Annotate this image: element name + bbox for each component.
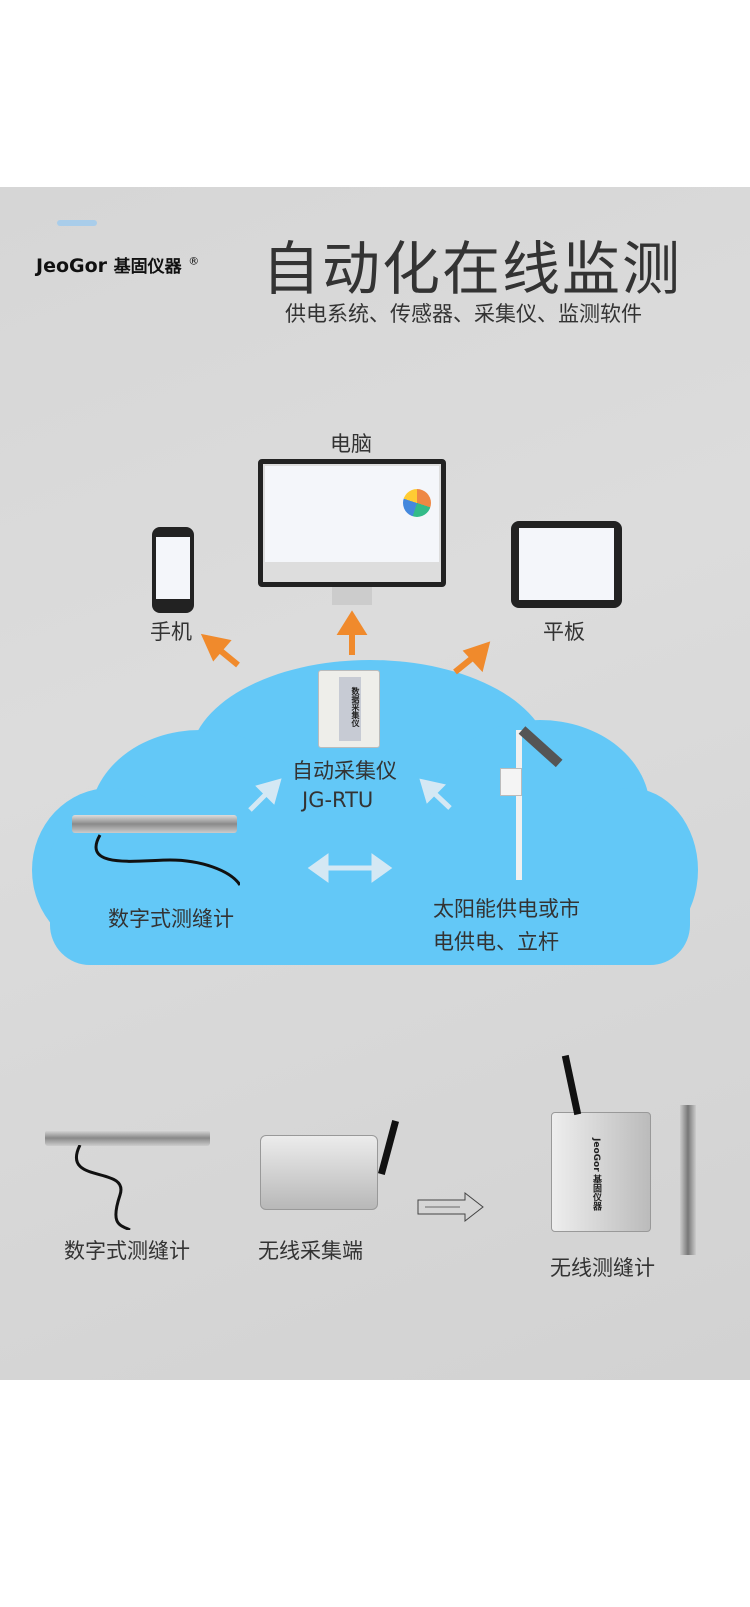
wireless-end-label: 无线采集端	[258, 1239, 363, 1263]
bottom-sensor-cable	[75, 1145, 131, 1230]
wireless-collector	[260, 1135, 378, 1210]
sensor-cable	[94, 834, 240, 886]
white-arrows	[248, 778, 460, 1208]
page-title: 自动化在线监测	[262, 235, 683, 303]
arrow-to-computer	[336, 610, 368, 635]
rtu-model: JG-RTU	[302, 788, 374, 812]
orange-arrows	[200, 610, 491, 675]
wireless-meter-box: JeoGor 基固仪器	[551, 1112, 651, 1232]
pole-enclosure	[500, 768, 522, 796]
brand-logo: JeoGor 基固仪器 ®	[36, 252, 199, 277]
bottom-sensor-label: 数字式测缝计	[64, 1239, 190, 1263]
power-label-2: 电供电、立杆	[433, 930, 559, 954]
brand-name: JeoGor	[36, 255, 108, 277]
rtu-box: 数据采集仪	[318, 670, 380, 748]
bottom-crack-meter	[45, 1130, 210, 1146]
brand-reg: ®	[188, 254, 200, 268]
outline-arrow	[417, 1191, 484, 1223]
tablet-label: 平板	[543, 620, 585, 644]
computer-monitor	[258, 459, 446, 587]
phone-label: 手机	[150, 620, 192, 644]
arrow-to-phone	[200, 633, 232, 662]
brand-cn: 基固仪器	[113, 257, 182, 277]
rtu-name: 自动采集仪	[292, 759, 397, 783]
pie-chart-icon	[403, 489, 431, 517]
power-label-1: 太阳能供电或市	[433, 897, 580, 921]
arrow-to-tablet	[462, 641, 491, 673]
crack-meter-sensor	[72, 815, 237, 833]
decor-pill	[57, 220, 97, 226]
computer-label: 电脑	[330, 432, 372, 456]
pole	[516, 730, 522, 880]
box-brand: JeoGor 基固仪器	[591, 1138, 601, 1211]
rtu-box-label: 数据采集仪	[339, 677, 361, 741]
phone-device	[152, 527, 194, 613]
tablet-device	[511, 521, 622, 608]
wireless-meter-label: 无线测缝计	[550, 1256, 655, 1280]
meter-rod	[680, 1105, 696, 1255]
page-subtitle: 供电系统、传感器、采集仪、监测软件	[285, 302, 642, 326]
monitor-stand	[332, 587, 372, 605]
sensor-label: 数字式测缝计	[108, 907, 234, 931]
